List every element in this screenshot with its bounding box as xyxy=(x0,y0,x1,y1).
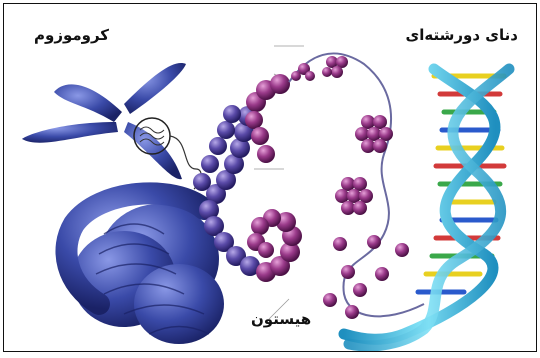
diagram-frame: کروموزوم دنای دورشته‌ای هیستون xyxy=(3,3,537,352)
coiled-fiber xyxy=(66,193,224,344)
chromosome-label: کروموزوم xyxy=(34,26,109,44)
chromatin-illustration xyxy=(4,4,536,351)
dna-double-helix xyxy=(344,69,509,346)
histone-label: هیستون xyxy=(251,310,311,328)
nucleosome-string xyxy=(289,54,424,319)
chromosome-shape xyxy=(22,63,201,189)
dna-label: دنای دورشته‌ای xyxy=(406,26,518,44)
